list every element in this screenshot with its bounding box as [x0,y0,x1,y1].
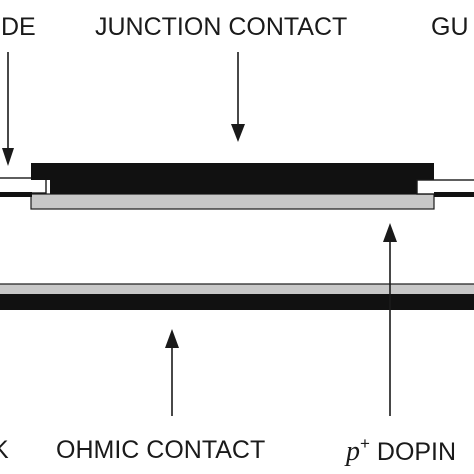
ohmic-contact-arrowhead [165,329,179,348]
oxide-left-base [0,192,32,197]
bulk-label: K [0,436,9,464]
oxide-label: IDE [0,13,36,41]
oxide-left [0,177,47,194]
ohmic-contact [0,294,474,310]
p-plus-doping-layer [30,193,435,210]
oxide-right-base [434,192,474,197]
junction-contact-label: JUNCTION CONTACT [95,13,347,41]
junction-contact-arrowhead [231,124,245,142]
guard-ring-label: GU [431,13,469,41]
p-doping-arrowhead [383,223,397,242]
junction-contact [31,163,434,194]
back-doping-layer [0,283,474,296]
ohmic-contact-label: OHMIC CONTACT [56,436,265,464]
p-doping-label: p+ DOPIN [344,434,456,467]
oxide-right [416,179,474,195]
oxide-arrowhead [2,148,14,166]
